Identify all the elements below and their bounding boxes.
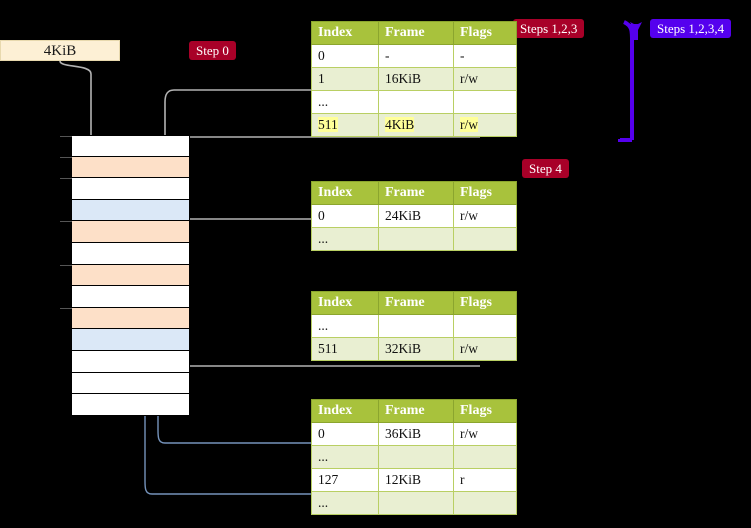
cell-index: 511 xyxy=(311,337,379,361)
memory-tick-mark xyxy=(60,136,72,137)
column-header-frame: Frame xyxy=(378,399,454,423)
cell-index: 127 xyxy=(311,468,379,492)
cell-index: 1 xyxy=(311,67,379,91)
cell-flags: r xyxy=(453,468,517,492)
memory-frame-row xyxy=(71,286,190,308)
cell-flags: - xyxy=(453,44,517,68)
step-0-badge: Step 0 xyxy=(189,41,236,60)
cell-flags xyxy=(453,90,517,114)
cell-flags: r/w xyxy=(453,422,517,446)
column-header-index: Index xyxy=(311,399,379,423)
step-4-badge: Step 4 xyxy=(522,159,569,178)
memory-frame-row xyxy=(71,351,190,373)
memory-frame-row xyxy=(60,221,190,243)
memory-tick-mark xyxy=(60,156,72,158)
highlighted-value: 511 xyxy=(318,117,338,132)
cell-flags xyxy=(453,314,517,338)
memory-tick-mark xyxy=(60,221,72,223)
cell-flags: r/w xyxy=(453,337,517,361)
memory-frame-row xyxy=(60,307,190,330)
cell-frame: 4KiB xyxy=(378,113,454,137)
column-header-flags: Flags xyxy=(453,181,517,205)
cell-index: ... xyxy=(311,491,379,515)
steps-1234-badge: Steps 1,2,3,4 xyxy=(650,19,732,38)
memory-frame-row xyxy=(71,243,190,265)
cell-flags xyxy=(453,445,517,469)
highlighted-value: r/w xyxy=(460,117,478,132)
column-header-flags: Flags xyxy=(453,21,517,45)
column-header-frame: Frame xyxy=(378,291,454,315)
table-row: ... xyxy=(311,90,517,114)
cell-index: 0 xyxy=(311,44,379,68)
cell-frame: 24KiB xyxy=(378,204,454,228)
cell-frame xyxy=(378,445,454,469)
column-header-frame: Frame xyxy=(378,21,454,45)
memory-frame-row xyxy=(71,199,190,222)
column-header-index: Index xyxy=(311,21,379,45)
memory-frame-row xyxy=(60,156,190,179)
cell-index: 0 xyxy=(311,204,379,228)
table-row: 0-- xyxy=(311,44,517,68)
steps-123-badge: Steps 1,2,3 xyxy=(513,19,585,38)
cell-frame xyxy=(378,314,454,338)
cell-index: ... xyxy=(311,227,379,251)
column-header-frame: Frame xyxy=(378,181,454,205)
cell-frame xyxy=(378,90,454,114)
table-row: 511 4KiB r/w xyxy=(311,113,517,137)
cell-index: ... xyxy=(311,314,379,338)
memory-tick-mark xyxy=(60,307,72,309)
memory-frame-row xyxy=(60,135,190,157)
column-header-flags: Flags xyxy=(453,399,517,423)
cell-flags xyxy=(453,227,517,251)
column-header-flags: Flags xyxy=(453,291,517,315)
cell-frame: - xyxy=(378,44,454,68)
table-row: ... xyxy=(311,491,517,515)
cell-flags xyxy=(453,491,517,515)
cell-index: 0 xyxy=(311,422,379,446)
cell-frame: 32KiB xyxy=(378,337,454,361)
memory-frame-row xyxy=(71,372,190,395)
cell-index: 511 xyxy=(311,113,379,137)
memory-column xyxy=(60,135,190,416)
table-row: ... xyxy=(311,445,517,469)
memory-frame-row xyxy=(60,178,190,200)
cell-flags: r/w xyxy=(453,204,517,228)
memory-frame-row xyxy=(71,394,190,416)
table-row: ... xyxy=(311,314,517,338)
cell-frame xyxy=(378,491,454,515)
cell-frame: 12KiB xyxy=(378,468,454,492)
memory-tick-mark xyxy=(60,264,72,266)
cell-frame: 36KiB xyxy=(378,422,454,446)
cell-index: ... xyxy=(311,90,379,114)
column-header-index: Index xyxy=(311,181,379,205)
highlighted-value: 4KiB xyxy=(385,117,415,132)
cell-frame: 16KiB xyxy=(378,67,454,91)
column-header-index: Index xyxy=(311,291,379,315)
cell-flags: r/w xyxy=(453,67,517,91)
size-label-4kib: 4KiB xyxy=(0,40,120,61)
memory-tick-mark xyxy=(60,178,72,180)
table-row: ... xyxy=(311,227,517,251)
cell-flags: r/w xyxy=(453,113,517,137)
memory-frame-row xyxy=(60,264,190,287)
cell-index: ... xyxy=(311,445,379,469)
cell-frame xyxy=(378,227,454,251)
memory-frame-row xyxy=(71,329,190,351)
